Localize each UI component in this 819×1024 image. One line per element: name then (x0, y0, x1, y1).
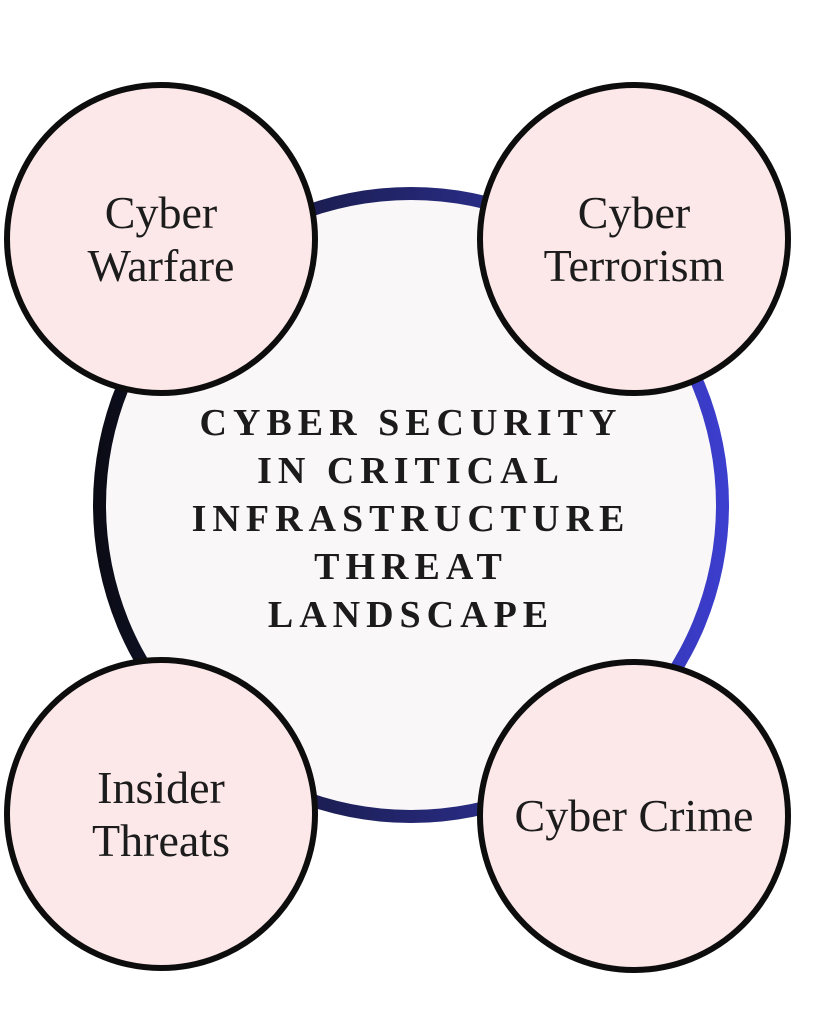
node-cyber-crime: Cyber Crime (477, 659, 791, 973)
node-cyber-terrorism: Cyber Terrorism (477, 82, 791, 396)
node-insider-threats-label: Insider Threats (92, 761, 230, 866)
node-insider-threats: Insider Threats (4, 657, 318, 971)
node-cyber-crime-label: Cyber Crime (514, 790, 754, 842)
node-cyber-terrorism-label: Cyber Terrorism (543, 186, 725, 291)
node-cyber-warfare: Cyber Warfare (4, 82, 318, 396)
node-cyber-warfare-label: Cyber Warfare (87, 186, 235, 291)
diagram-title: CYBER SECURITY IN CRITICAL INFRASTRUCTUR… (191, 402, 631, 636)
